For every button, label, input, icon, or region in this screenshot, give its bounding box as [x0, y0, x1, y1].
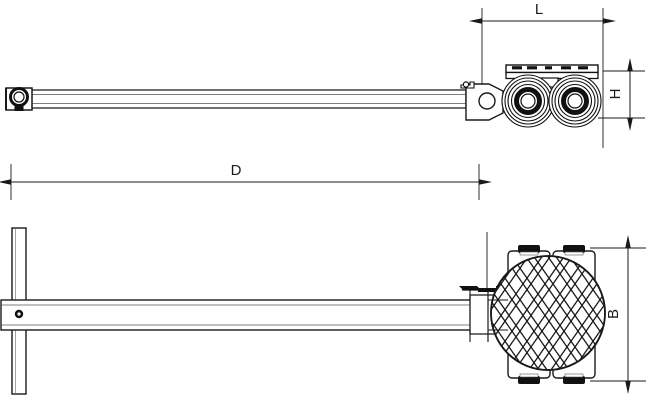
draw-bar-pivot-bolt-bore	[17, 312, 21, 316]
dimension-H-label: H	[607, 89, 624, 100]
latch-lever-handle	[459, 286, 481, 290]
knurled-load-plate	[490, 255, 606, 371]
deck-plate-bolt-5	[578, 66, 588, 70]
dimension-B-label: B	[605, 309, 622, 319]
handle-grip-end	[5, 87, 33, 111]
deck-plate-bolt-2	[527, 66, 537, 70]
roller-block-tr-axle-cap	[563, 245, 585, 253]
side-roller-rear	[548, 74, 602, 128]
roller-block-tl-axle-seat	[519, 251, 539, 256]
roller-front-bore	[520, 93, 536, 109]
fork-link-pivot-hole	[478, 92, 496, 110]
side-elevation-view: L H	[5, 1, 645, 148]
plan-view: B	[0, 227, 646, 395]
side-deck-plate	[505, 64, 599, 88]
roller-block-bl-axle-seat	[519, 373, 539, 378]
side-fork-link	[460, 81, 504, 121]
roller-block-tl-axle-cap	[518, 245, 540, 253]
dimension-H: H	[603, 58, 645, 131]
roller-block-br-axle-cap	[563, 376, 585, 384]
side-roller-front	[501, 74, 555, 128]
dimension-D: D	[0, 162, 492, 200]
fork-latch-pin	[462, 81, 470, 88]
deck-plate-bolt-3	[545, 66, 552, 70]
deck-plate-bolt-4	[561, 66, 571, 70]
handle-bar-tube	[17, 89, 467, 109]
roller-rear-bore	[567, 93, 583, 109]
plan-draw-bar	[0, 299, 489, 331]
handle-pivot-boss	[14, 104, 24, 111]
handle-pivot-eye-inner	[13, 91, 25, 103]
dimension-B: B	[590, 235, 646, 394]
roller-block-tr-axle-seat	[564, 251, 584, 256]
deck-plate-bolt-1	[512, 66, 522, 70]
roller-block-bl-axle-cap	[518, 376, 540, 384]
dimension-L-label: L	[535, 1, 543, 18]
side-tow-handle-bar	[17, 89, 467, 109]
roller-block-br-axle-seat	[564, 373, 584, 378]
dimension-D-label: D	[231, 162, 242, 179]
load-plate-outline	[490, 255, 606, 371]
draw-bar-body	[0, 299, 489, 331]
